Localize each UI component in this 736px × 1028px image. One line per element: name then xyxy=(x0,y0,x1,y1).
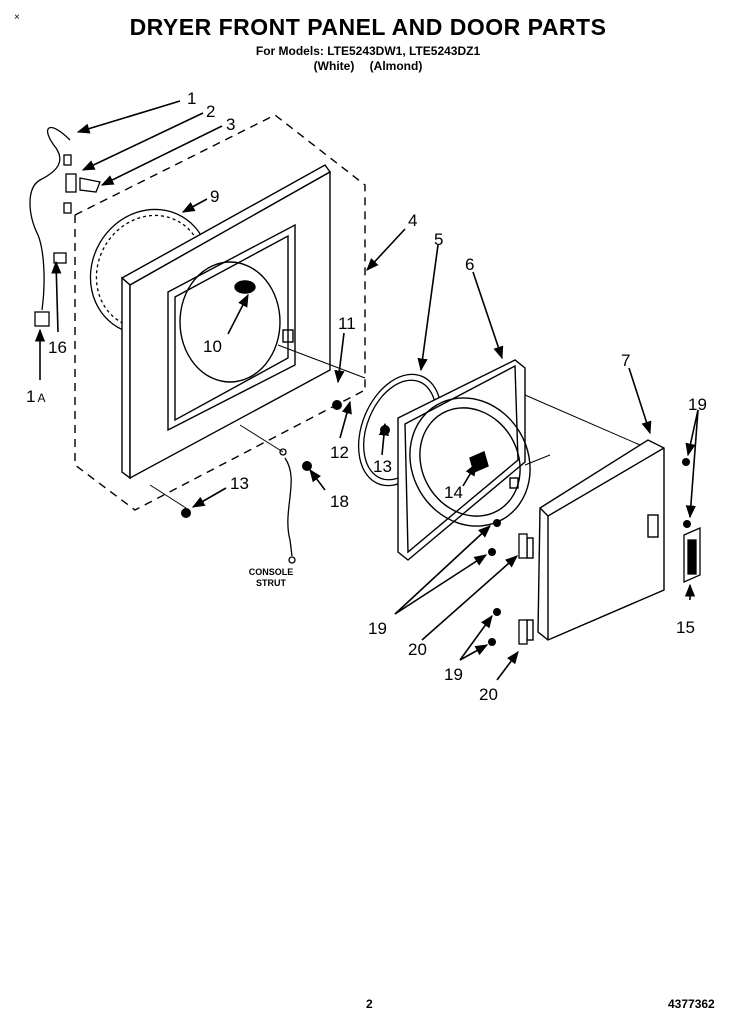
callout-7: 7 xyxy=(621,351,630,370)
page-title: DRYER FRONT PANEL AND DOOR PARTS xyxy=(129,14,607,40)
hinges xyxy=(518,533,528,645)
page-number: 2 xyxy=(366,997,373,1011)
screws xyxy=(181,400,691,646)
callout-18: 18 xyxy=(330,492,349,511)
callout-19-upper: 19 xyxy=(368,619,387,638)
callout-arrows xyxy=(34,100,699,681)
callout-10: 10 xyxy=(203,337,222,356)
callout-20-lower: 20 xyxy=(479,685,498,704)
callout-6: 6 xyxy=(465,255,474,274)
callout-3: 3 xyxy=(226,115,235,134)
callout-4: 4 xyxy=(408,211,417,230)
callout-11: 11 xyxy=(338,314,356,333)
console-strut xyxy=(279,448,296,564)
models-line: For Models: LTE5243DW1, LTE5243DZ1 xyxy=(255,44,481,58)
callout-13-door: 13 xyxy=(373,457,392,476)
corner-mark: × xyxy=(14,12,20,23)
outer-door xyxy=(526,439,665,641)
callout-19-lower: 19 xyxy=(444,665,463,684)
callout-13-panel: 13 xyxy=(230,474,249,493)
callout-numbers: 1 2 3 4 5 6 7 9 10 11 12 13 13 14 15 16 … xyxy=(26,89,707,704)
guide-lines xyxy=(149,344,641,509)
callout-2: 2 xyxy=(206,102,215,121)
label-console: CONSOLE xyxy=(249,567,294,577)
callout-20-upper: 20 xyxy=(408,640,427,659)
label-strut: STRUT xyxy=(256,578,286,588)
document-number: 4377362 xyxy=(668,997,715,1011)
callout-19-handle: 19 xyxy=(688,395,707,414)
callout-1: 1 xyxy=(187,89,196,108)
color-white: (White) xyxy=(313,59,355,73)
inner-door xyxy=(397,359,531,561)
door-handle xyxy=(683,527,701,583)
callout-12: 12 xyxy=(330,443,349,462)
callout-14: 14 xyxy=(444,483,463,502)
color-line: (White) (Almond) xyxy=(0,59,736,73)
wire-harness xyxy=(29,127,101,327)
front-panel xyxy=(120,164,332,480)
color-almond: (Almond) xyxy=(369,59,423,73)
callout-5: 5 xyxy=(434,230,443,249)
callout-16: 16 xyxy=(48,338,67,357)
cabinet-outline xyxy=(74,114,366,511)
callout-15: 15 xyxy=(676,618,695,637)
callout-9: 9 xyxy=(210,187,219,206)
